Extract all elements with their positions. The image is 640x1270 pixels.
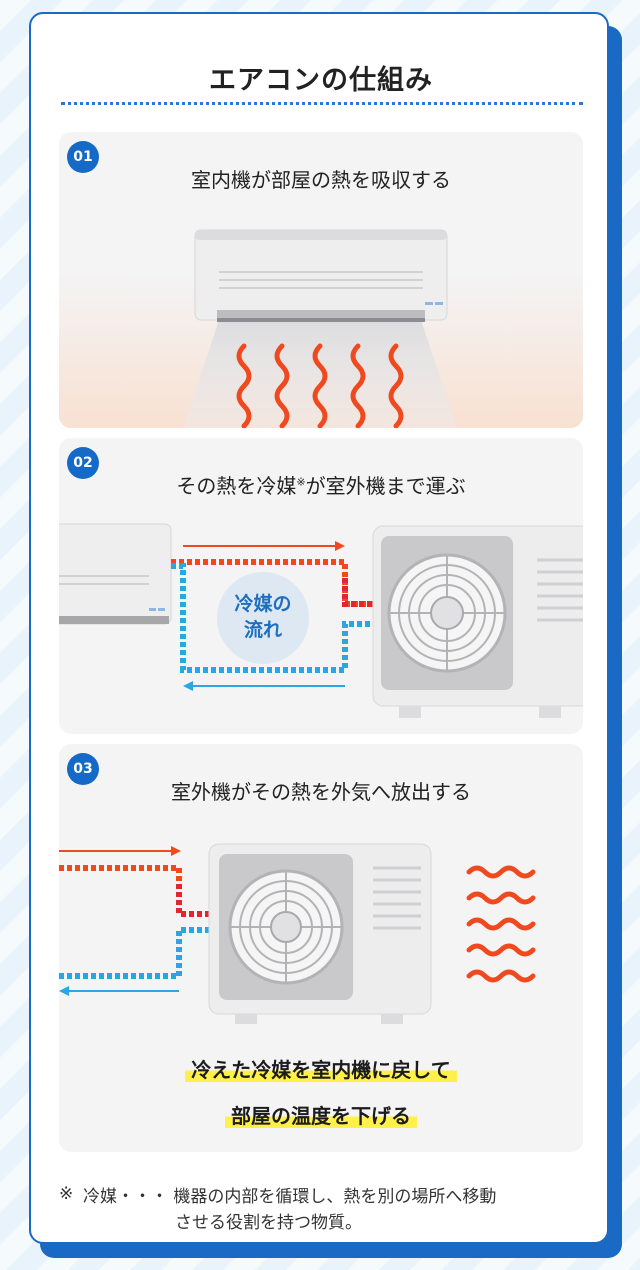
footnote: 冷媒・・・ 機器の内部を循環し、熱を別の場所へ移動 させる役割を持つ物質。 [83,1184,593,1236]
outdoor-unit-fan-icon [372,525,583,718]
step-03-badge: 03 [67,753,99,785]
step-03-panel: 03 室外機がその熱を外気へ放出する [59,744,583,1152]
footnote-line-1: 冷媒・・・ 機器の内部を循環し、熱を別の場所へ移動 [83,1187,497,1207]
pipe-arrow-icon [59,846,209,996]
flow-label-line-1: 冷媒の [234,592,291,615]
step-02-illustration: 冷媒の 流れ [59,523,583,718]
outdoor-unit-fan-icon [208,843,432,1024]
step-01-badge: 01 [67,141,99,173]
air-conditioner-indoor-icon [194,229,448,322]
step-01-illustration [59,229,583,428]
heat-wave-icon [236,343,404,428]
step-02-heading: その熱を冷媒※が室外機まで運ぶ [59,470,583,499]
step-01-panel: 01 室内機が部屋の熱を吸収する [59,132,583,428]
step-02-heading-mark: ※ [296,475,306,489]
page-title: エアコンの仕組み [209,65,433,96]
step-03-highlight-line-2: 部屋の温度を下げる [59,1100,583,1129]
step-03-illustration [59,843,536,1024]
air-conditioner-indoor-icon [59,523,172,625]
step-01-heading: 室内機が部屋の熱を吸収する [191,168,451,192]
step-02-heading-pre: その熱を冷媒 [176,474,297,498]
footnote-line-2: させる役割を持つ物質。 [175,1213,362,1233]
highlight-text-2: 部屋の温度を下げる [225,1104,417,1128]
explainer-card: エアコンの仕組み 01 室内機が部屋の熱を吸収する [29,12,609,1244]
step-02-badge: 02 [67,447,99,479]
step-02-heading-post: が室外機まで運ぶ [305,474,466,498]
pipe-arrow-icon [171,541,373,691]
highlight-text-1: 冷えた冷媒を室内機に戻して [185,1058,457,1082]
step-03-highlight-line-1: 冷えた冷媒を室内機に戻して [59,1054,583,1083]
heat-wave-icon [466,865,536,983]
step-03-heading: 室外機がその熱を外気へ放出する [171,780,471,804]
step-02-panel: 02 その熱を冷媒※が室外機まで運ぶ [59,438,583,734]
flow-label-line-2: 流れ [244,618,282,641]
footnote-mark: ※ [59,1184,74,1204]
title-divider [61,102,583,105]
